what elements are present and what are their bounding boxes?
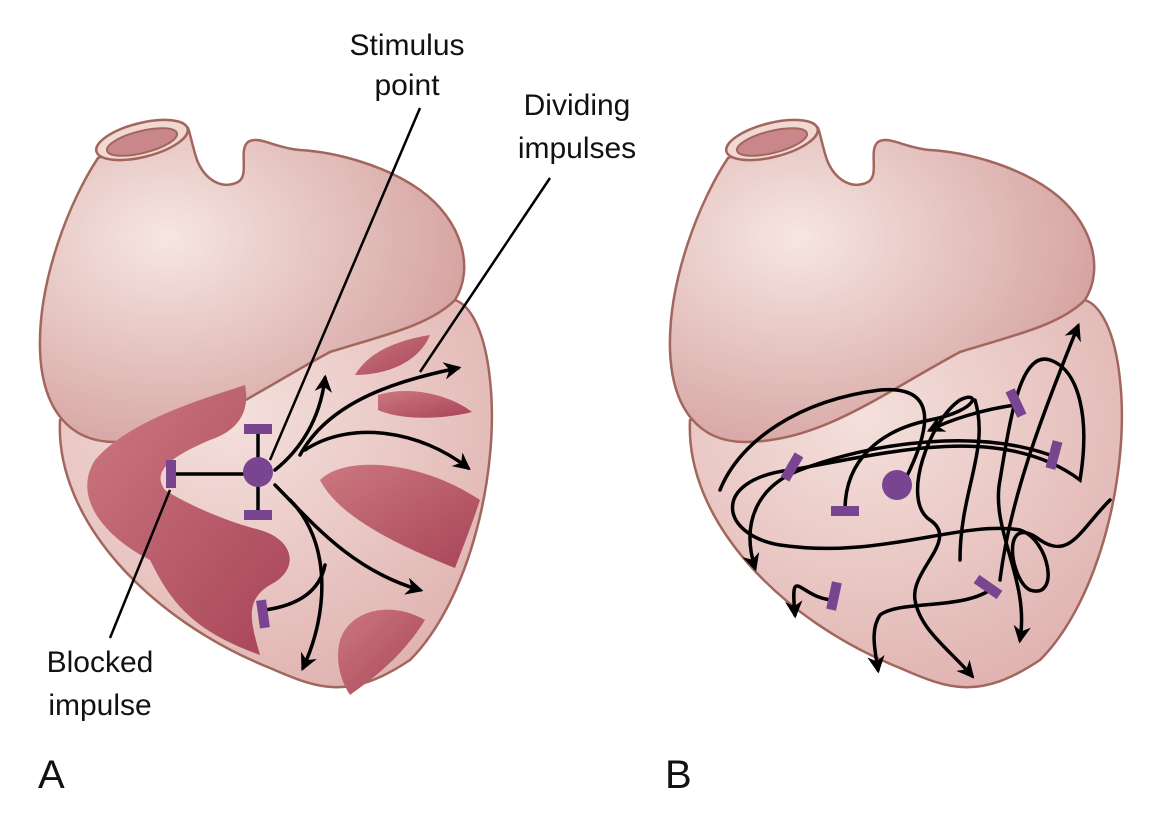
stimulus-point-a (243, 457, 273, 487)
heart-a: Stimulus point Dividing impulses Blocked… (38, 29, 636, 797)
blocked-label-line1: Blocked (47, 646, 154, 679)
impulse-arrows-a (170, 362, 471, 672)
panel-label-a: A (38, 753, 65, 797)
pointer-lines (108, 107, 552, 639)
heart-b: B (665, 110, 1124, 797)
stimulus-point-b (882, 470, 912, 500)
block-markers-a (166, 424, 272, 629)
dividing-label-line1: Dividing (524, 89, 631, 122)
block-markers-b (780, 388, 1063, 611)
stimulus-label-line2: point (374, 69, 440, 102)
blocked-label-line2: impulse (48, 689, 151, 722)
chaotic-impulses-b (718, 322, 1112, 679)
panel-label-b: B (665, 753, 692, 797)
stimulus-label-line1: Stimulus (349, 29, 464, 62)
dividing-label-line2: impulses (518, 132, 636, 165)
damaged-tissue-a (87, 335, 480, 695)
